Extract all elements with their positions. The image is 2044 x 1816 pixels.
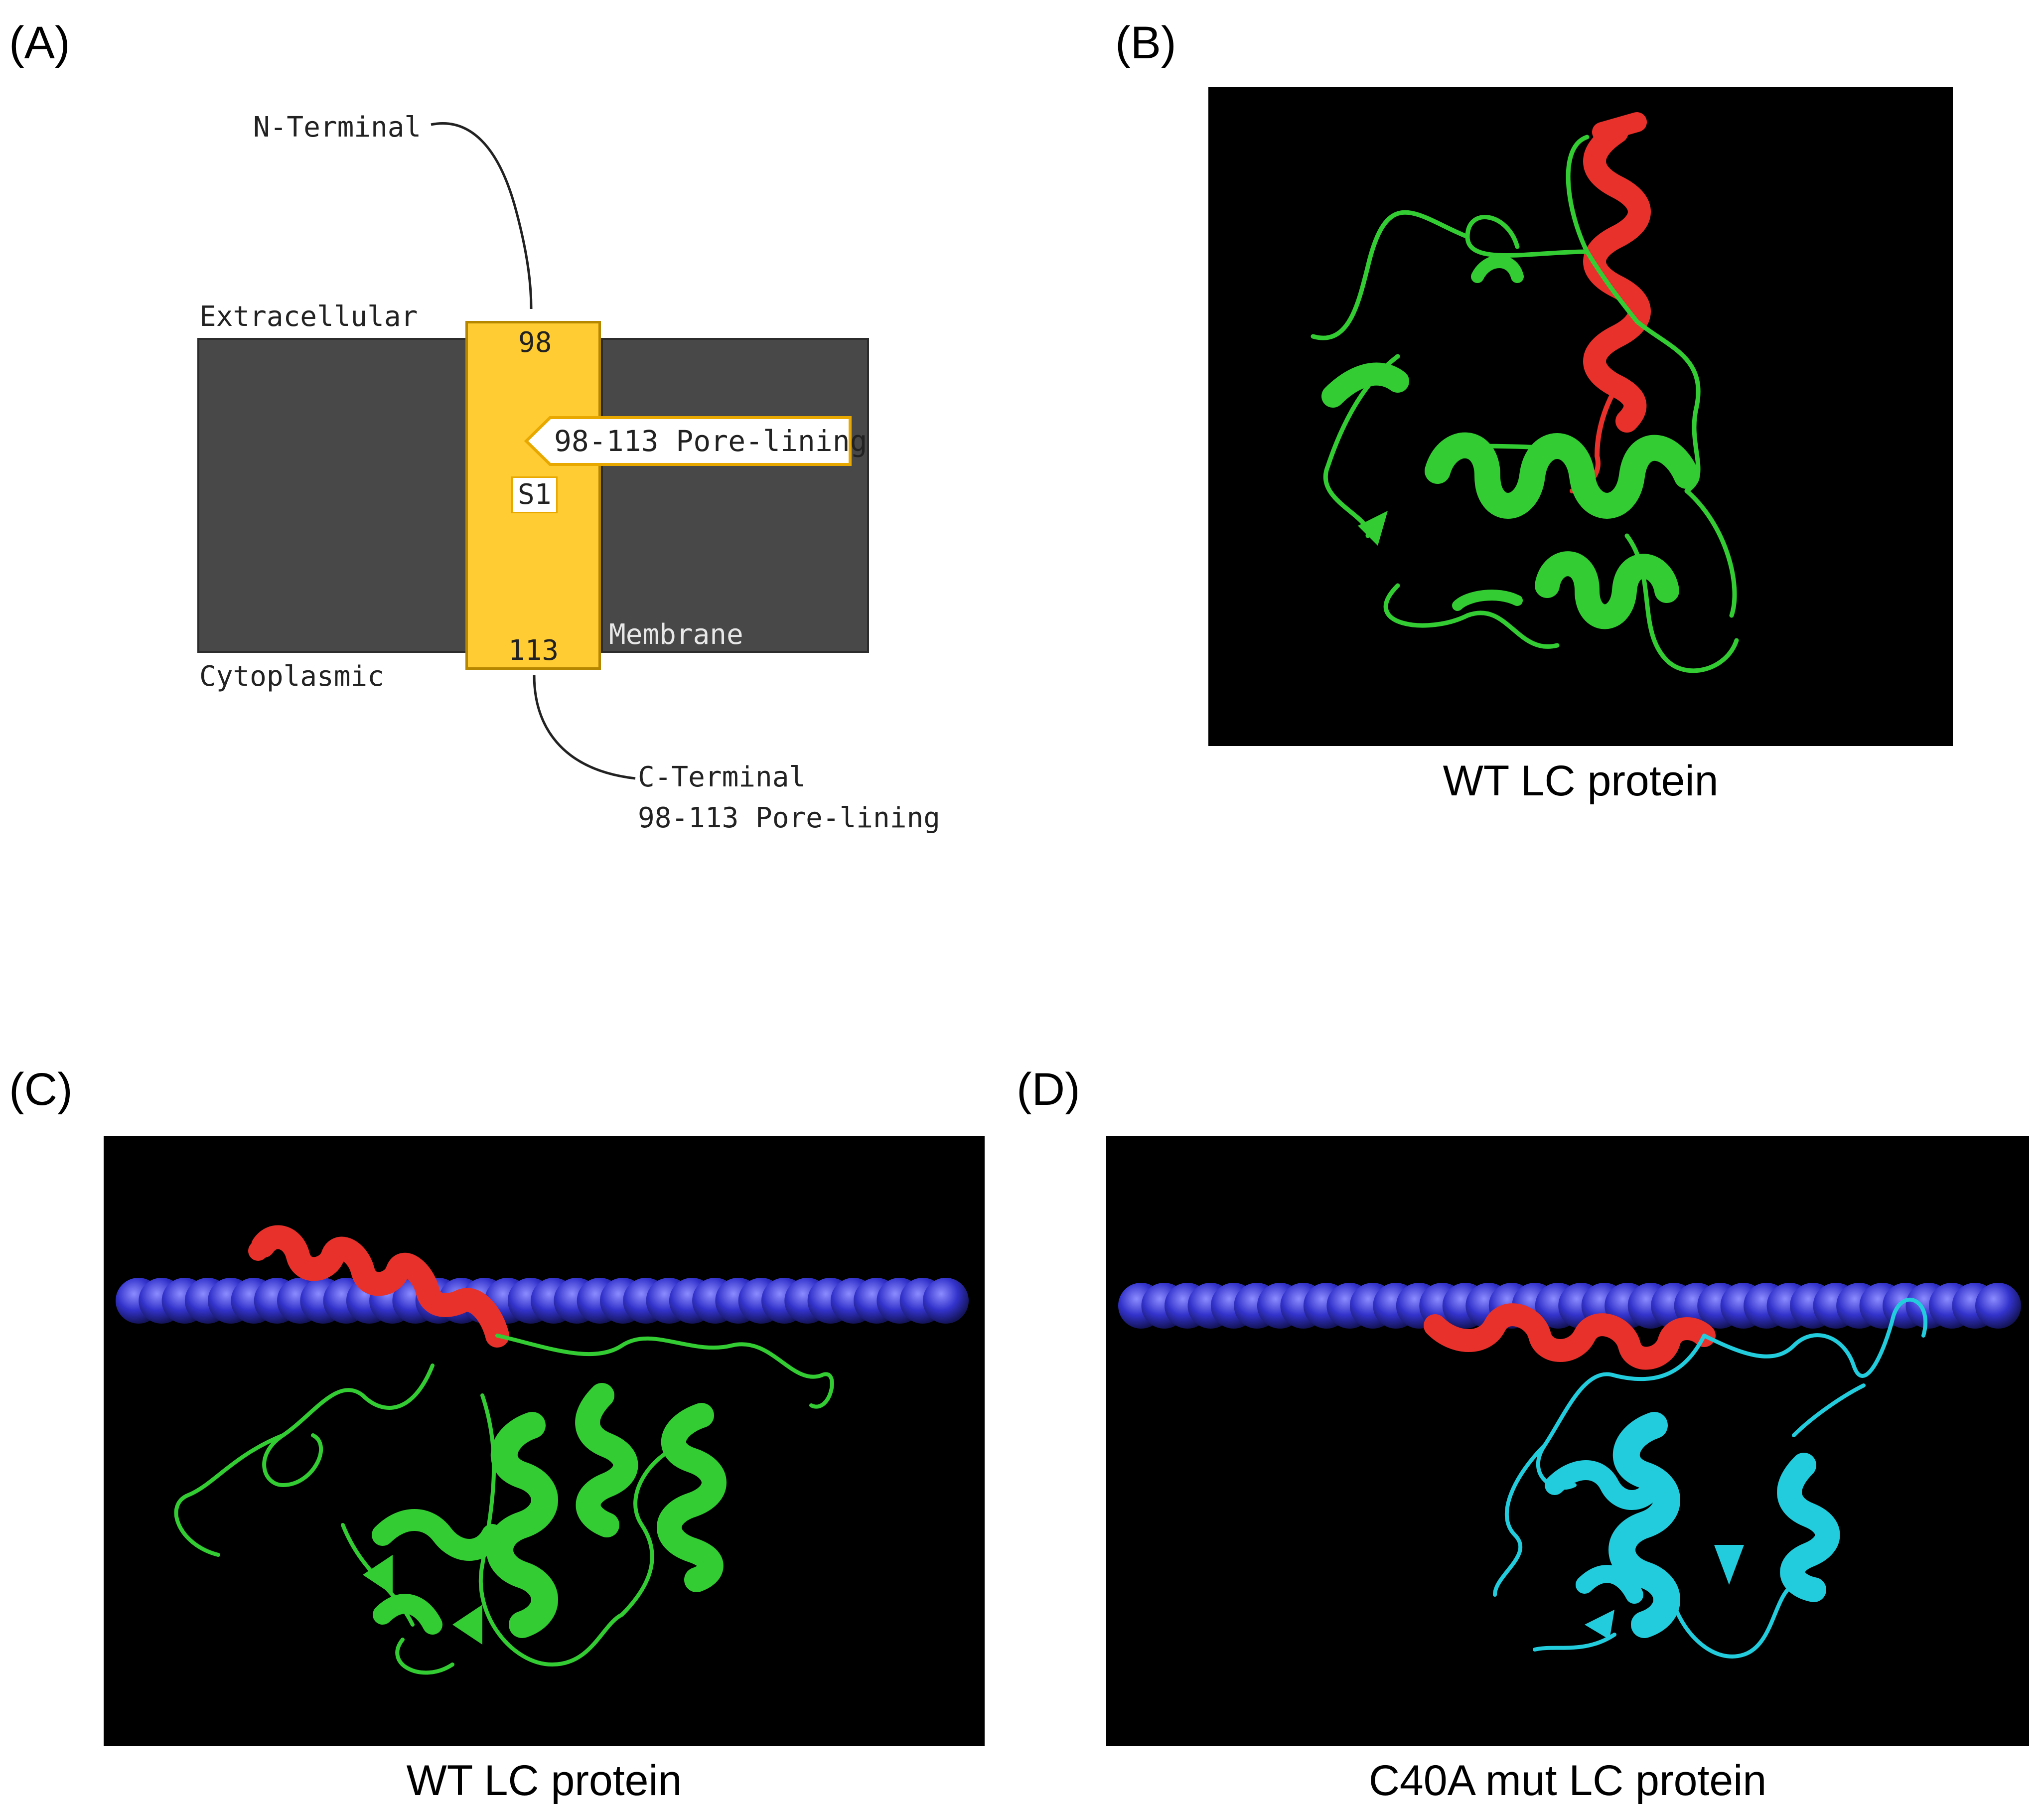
c-terminal-label: C-Terminal: [638, 761, 806, 793]
wt-beta-arrow-c1: [452, 1605, 482, 1645]
membrane-left: [197, 338, 468, 653]
mutant-beta-arrow-2: [1585, 1610, 1614, 1640]
c-terminal-note: 98-113 Pore-lining: [638, 802, 940, 834]
membrane-bead: [923, 1278, 969, 1324]
panel-c-structure-render: [104, 1136, 985, 1746]
wt-beta-arrow-c2: [363, 1555, 393, 1595]
callout-text: 98-113 Pore-lining: [554, 424, 868, 458]
extracellular-label: Extracellular: [199, 301, 418, 333]
end-residue-label: 113: [508, 634, 559, 667]
wt-beta-arrow: [1358, 511, 1388, 546]
panel-b-caption: WT LC protein: [1443, 757, 1719, 805]
membrane-right: [601, 338, 869, 653]
panel-c-caption: WT LC protein: [406, 1757, 682, 1805]
topology-lines: [431, 122, 636, 780]
wt-soluble-domain: [174, 1334, 834, 1675]
panel-d-label: (D): [1017, 1064, 1080, 1115]
mutant-beta-arrow-1: [1714, 1545, 1744, 1585]
panel-c-label: (C): [9, 1064, 73, 1115]
start-residue-label: 98: [518, 326, 552, 359]
membrane-bead: [1975, 1283, 2021, 1329]
mutant-pore-lining-helix: [1424, 1303, 1716, 1370]
segment-s1-label: S1: [511, 476, 558, 513]
panel-d-caption: C40A mut LC protein: [1368, 1757, 1767, 1805]
panel-a-label: (A): [9, 17, 70, 68]
c40a-mutant-membrane-ribbon: [1118, 1283, 2021, 1659]
callout-shape: [524, 416, 852, 466]
wt-helices: [1321, 255, 1700, 629]
membrane-bead-layer: [116, 1278, 969, 1324]
mutant-soluble-helices: [1545, 1412, 1840, 1638]
cytoplasmic-label: Cytoplasmic: [199, 660, 384, 693]
mutant-soluble-domain: [1493, 1298, 1928, 1659]
membrane-label: Membrane: [609, 618, 743, 651]
wt-lc-membrane-ribbon: [116, 1225, 969, 1675]
wt-soluble-helices: [372, 1383, 727, 1638]
panel-b-label: (B): [1115, 17, 1176, 68]
transmembrane-helix: [1570, 112, 1651, 493]
n-terminal-label: N-Terminal: [253, 111, 422, 144]
n-terminal-connector: [431, 122, 533, 309]
wt-pore-lining-helix: [248, 1225, 509, 1348]
membrane-topology-diagram: [0, 0, 997, 897]
wt-lc-protein-ribbon: [1311, 112, 1739, 673]
panel-b-structure-render: [1208, 87, 1953, 746]
pore-lining-callout: 98-113 Pore-lining: [524, 416, 868, 466]
membrane-bead-layer: [1118, 1283, 2021, 1329]
panel-d-structure-render: [1106, 1136, 2029, 1746]
c-terminal-connector: [533, 675, 636, 780]
